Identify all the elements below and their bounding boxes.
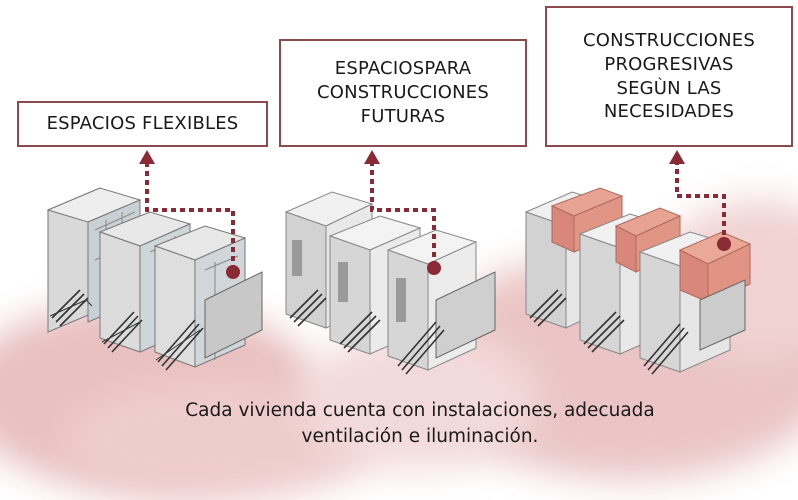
arrow-up-icon <box>364 150 380 164</box>
marker-dot <box>226 265 240 279</box>
label-flexible-spaces-text: ESPACIOS FLEXIBLES <box>46 113 239 135</box>
connector-progressive <box>675 162 726 244</box>
building-progressive-construction <box>524 187 752 375</box>
label-future-spaces-text: ESPACIOSPARA CONSTRUCCIONES FUTURAS <box>317 58 489 127</box>
label-progressive-construction-text: CONSTRUCCIONES PROGRESIVAS SEGÙN LAS NEC… <box>583 30 755 123</box>
label-future-spaces: ESPACIOSPARA CONSTRUCCIONES FUTURAS <box>279 39 527 147</box>
label-progressive-construction: CONSTRUCCIONES PROGRESIVAS SEGÙN LAS NEC… <box>545 6 793 147</box>
marker-dot <box>427 261 441 275</box>
label-flexible-spaces: ESPACIOS FLEXIBLES <box>17 101 268 147</box>
building-future-spaces <box>284 191 496 375</box>
connector-future <box>370 162 436 266</box>
arrow-up-icon <box>139 150 155 164</box>
connector-flexible <box>145 162 235 270</box>
arrow-up-icon <box>669 150 685 164</box>
building-flexible-spaces <box>46 187 263 371</box>
marker-dot <box>717 237 731 251</box>
caption-text: Cada vivienda cuenta con instalaciones, … <box>185 400 655 447</box>
diagram-canvas <box>46 150 752 375</box>
